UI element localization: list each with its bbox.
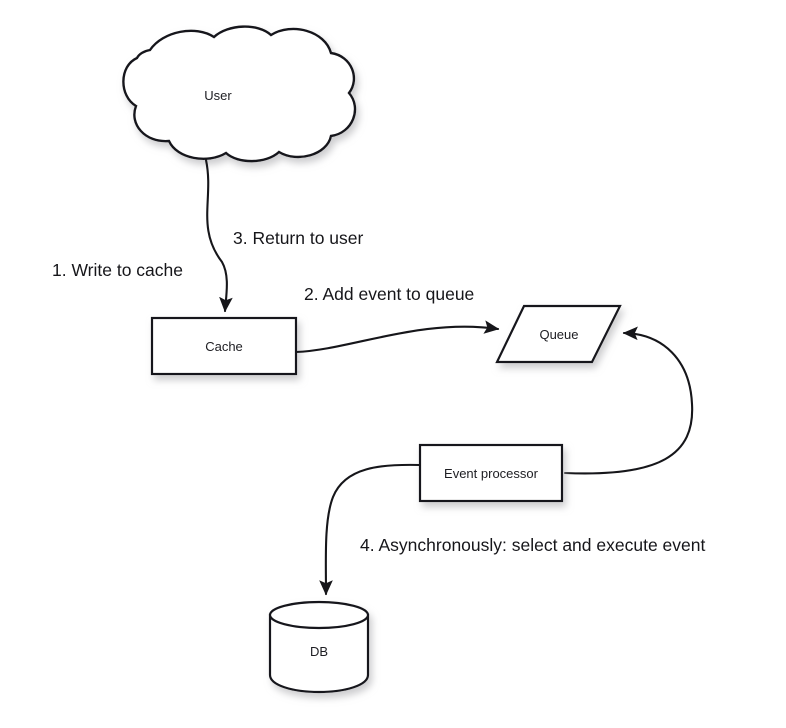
event-processor-rect: [418, 443, 564, 503]
node-event-processor-label: Event processor: [444, 466, 539, 481]
node-event-processor[interactable]: [418, 443, 564, 503]
queue-parallelogram: [495, 304, 622, 364]
cloud-shape: [122, 25, 357, 163]
edge-cache-to-queue[interactable]: [294, 320, 500, 354]
edge-processor-to-queue[interactable]: [563, 326, 694, 475]
edge-processor-to-db[interactable]: [319, 463, 422, 596]
cache-rect: [150, 316, 298, 376]
db-cylinder-top: [268, 600, 370, 630]
node-db[interactable]: [268, 600, 370, 694]
edge-user-to-cache[interactable]: [204, 158, 233, 313]
step-label-2: 2. Add event to queue: [304, 284, 474, 304]
step-label-4: 4. Asynchronously: select and execute ev…: [360, 535, 705, 555]
db-cylinder-body: [268, 613, 370, 694]
node-user-label: User: [204, 88, 232, 103]
step-label-3: 3. Return to user: [233, 228, 364, 248]
node-cache[interactable]: [150, 316, 298, 376]
node-db-label: DB: [310, 644, 328, 659]
node-user[interactable]: [122, 25, 357, 163]
node-queue[interactable]: [495, 304, 622, 364]
node-cache-label: Cache: [205, 339, 243, 354]
node-queue-label: Queue: [539, 327, 578, 342]
step-label-1: 1. Write to cache: [52, 260, 183, 280]
